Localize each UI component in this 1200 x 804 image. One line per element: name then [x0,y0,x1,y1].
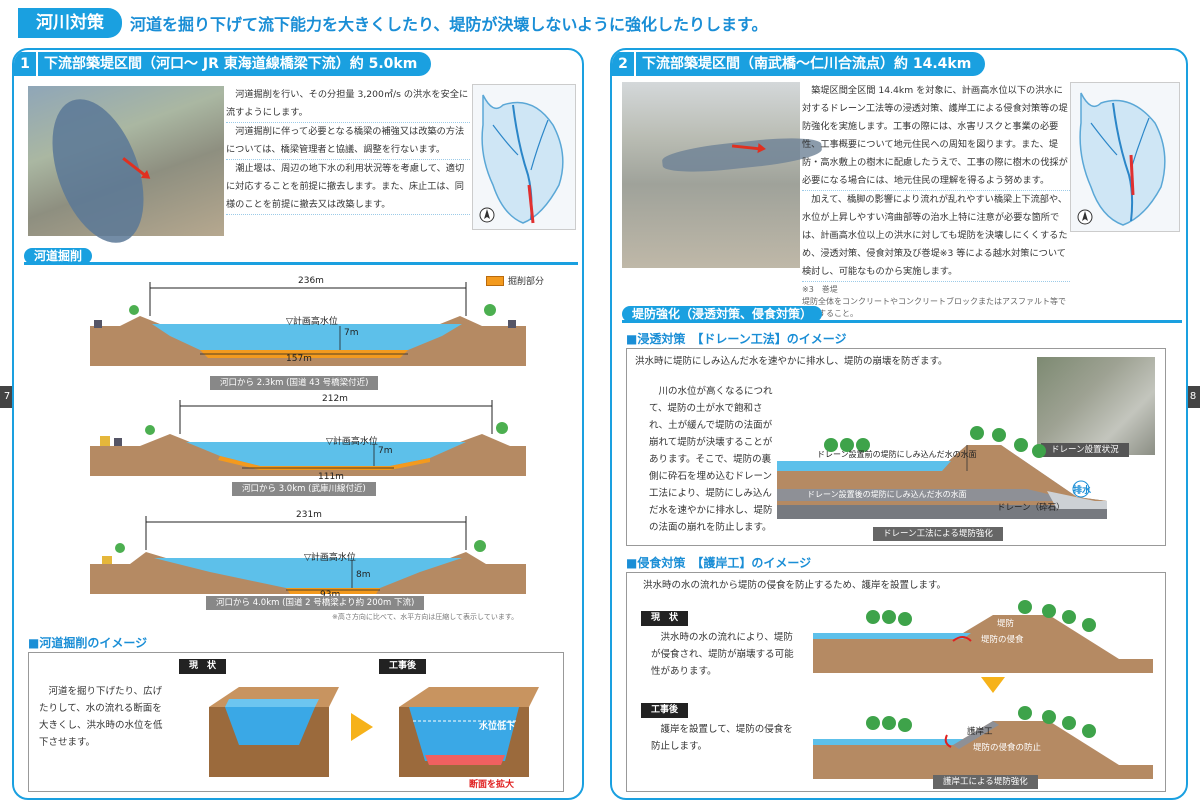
plan-water-level: ▽計画高水位 [286,317,338,327]
left-paragraph: 潮止堰は、周辺の地下水の利用状況等を考慮して、適切に対応することを前提に撤去しま… [226,160,470,215]
cross-section: 231m ▽計画高水位 8m 93m [90,510,526,610]
section-depth: 8m [356,570,371,580]
right-description: 築堤区間全区間 14.4km を対象に、計画高水位以下の洪水に対するドレーン工法… [802,82,1070,320]
section-width: 231m [296,510,322,520]
drain-heading: ■浸透対策 【ドレーン工法】のイメージ [626,332,847,346]
location-map [1070,82,1180,232]
erosion-bank-label: 堤防 [997,619,1015,629]
strength-heading: 堤防強化（浸透対策、侵食対策） [622,306,823,322]
erosion-caption: 護岸工による堤防強化 [933,775,1038,789]
city-photo [622,82,823,268]
drain-text: 川の水位が高くなるにつれて、堤防の土が水で飽和され、土が緩んで堤防の法面が崩れて… [649,386,773,533]
after-illustration [399,687,539,777]
section-caption: 河口から 3.0km (武庫川線付近) [232,482,376,496]
right-paragraph: 築堤区間全区間 14.4km を対象に、計画高水位以下の洪水に対するドレーン工法… [802,82,1070,191]
revet-label: 護岸工 [967,727,993,737]
section-title-text: 下流部築堤区間（河口～ JR 東海道線橋梁下流）約 5.0km [38,52,432,76]
drain-box: 洪水時に堤防にしみ込んだ水を速やかに排水し、堤防の崩壊を防ぎます。 川の水位が高… [626,348,1166,546]
drain-out-label: 排水 [1073,486,1092,496]
legend-label: 掘削部分 [508,277,545,287]
page-number-right: 8 [1186,386,1200,408]
location-map [472,84,576,230]
section-number: 2 [612,52,634,76]
section-depth: 7m [378,446,393,456]
cross-section: 212m ▽計画高水位 7m 111m [90,394,526,494]
section-caption: 河口から 2.3km (国道 43 号橋梁付近) [210,376,379,390]
erosion-before-illustration [813,600,1153,673]
tag-after: 工事後 [379,659,427,674]
right-panel: 2 下流部築堤区間（南武橋～仁川合流点）約 14.4km 築堤区間全区間 14.… [610,48,1188,800]
expand-label: 断面を拡大 [469,780,515,790]
section-depth: 7m [344,328,359,338]
drain-photo-caption: ドレーン設置状況 [1041,443,1129,457]
arrow-right-icon [351,713,373,741]
erosion-after-text: 護岸を設置して、堤防の侵食を防止します。 [651,724,793,752]
excavation-image-text: 河道を掘り下げたり、広げたりして、水の流れる断面を大きくし、洪水時の水位を低下さ… [39,686,163,748]
legend-swatch [486,276,504,286]
excavation-heading-bar: 河道掘削 [24,248,578,265]
section-number: 1 [14,52,36,76]
prevent-label: 堤防の侵食の防止 [973,743,1042,753]
plan-water-level: ▽計画高水位 [326,437,378,447]
erosion-lead: 洪水時の水の流れから堤防の侵食を防止するため、護岸を設置します。 [643,580,947,591]
erosion-label: 堤防の侵食 [981,635,1024,645]
erosion-tag-after: 工事後 [641,703,689,718]
arrow-down-icon [981,677,1005,693]
left-paragraph: 河道掘削を行い、その分担量 3,200㎥/s の洪水を安全に流すようにします。 [226,86,470,123]
aerial-photo [28,86,224,256]
right-section-title: 2 下流部築堤区間（南武橋～仁川合流点）約 14.4km [612,52,986,76]
erosion-after-illustration [813,706,1153,779]
section-caption: 河口から 4.0km (国道 2 号橋梁より約 200m 下流) [206,596,425,610]
scale-note: ※高さ方向に比べて、水平方向は圧縮して表示しています。 [332,613,519,621]
left-panel: 1 下流部築堤区間（河口～ JR 東海道線橋梁下流）約 5.0km 河道掘削を行… [12,48,584,800]
section-bottom: 93m [320,590,341,600]
drain-label: ドレーン（砕石） [997,503,1065,513]
erosion-heading: ■侵食対策 【護岸工】のイメージ [626,556,812,570]
page-header: 河川対策 河道を掘り下げて流下能力を大きくしたり、堤防が決壊しないように強化した… [0,0,1200,42]
strength-heading-bar: 堤防強化（浸透対策、侵食対策） [622,306,1182,323]
tag-before: 現 状 [179,659,227,674]
right-paragraph: 加えて、橋脚の影響により流れが乱れやすい橋梁上下流部や、水位が上昇しやすい湾曲部… [802,191,1070,282]
section-title-text: 下流部築堤区間（南武橋～仁川合流点）約 14.4km [636,52,986,76]
erosion-box: 洪水時の水の流れから堤防の侵食を防止するため、護岸を設置します。 現 状 洪水時… [626,572,1166,792]
drain-illustration [777,426,1107,519]
footnote-text: 堤防全体をコンクリートやコンクリートブロックまたはアスファルト等で被覆すること。 [802,297,1066,318]
before-illustration [209,687,339,777]
excavation-heading: 河道掘削 [24,248,93,264]
section-bottom: 157m [286,354,312,364]
page-number-left: 7 [0,386,14,408]
drain-caption: ドレーン工法による堤防強化 [873,527,1003,541]
water-down-label: 水位低下 [479,722,516,732]
cross-section: 236m ▽計画高水位 7m 157m [90,276,526,386]
plan-water-level: ▽計画高水位 [304,553,356,563]
section-width: 236m [298,276,324,286]
erosion-before-text: 洪水時の水の流れにより、堤防が侵食され、堤防が崩壊する可能性があります。 [651,632,794,677]
section-bottom: 111m [318,472,344,482]
drain-before-label: ドレーン設置前の堤防にしみ込んだ水の水面 [817,450,977,459]
excavation-image-heading: ■河道掘削のイメージ [28,636,148,650]
left-description: 河道掘削を行い、その分担量 3,200㎥/s の洪水を安全に流すようにします。 … [226,86,470,215]
excavation-image-box: 河道を掘り下げたり、広げたりして、水の流れる断面を大きくし、洪水時の水位を低下さ… [28,652,564,792]
header-tag: 河川対策 [18,8,122,38]
drain-lead: 洪水時に堤防にしみ込んだ水を速やかに排水し、堤防の崩壊を防ぎます。 [635,356,948,367]
drain-photo [1037,357,1155,455]
section-width: 212m [322,394,348,404]
footnote-title: ※3 巻堤 [802,285,838,294]
left-paragraph: 河道掘削に伴って必要となる橋梁の補強又は改築の方法については、橋梁管理者と協議、… [226,123,470,160]
header-lead: 河道を掘り下げて流下能力を大きくしたり、堤防が決壊しないように強化したりします。 [130,15,768,34]
erosion-tag-before: 現 状 [641,611,689,626]
drain-after-label: ドレーン設置後の堤防にしみ込んだ水の水面 [807,490,967,499]
left-section-title: 1 下流部築堤区間（河口～ JR 東海道線橋梁下流）約 5.0km [14,52,432,76]
